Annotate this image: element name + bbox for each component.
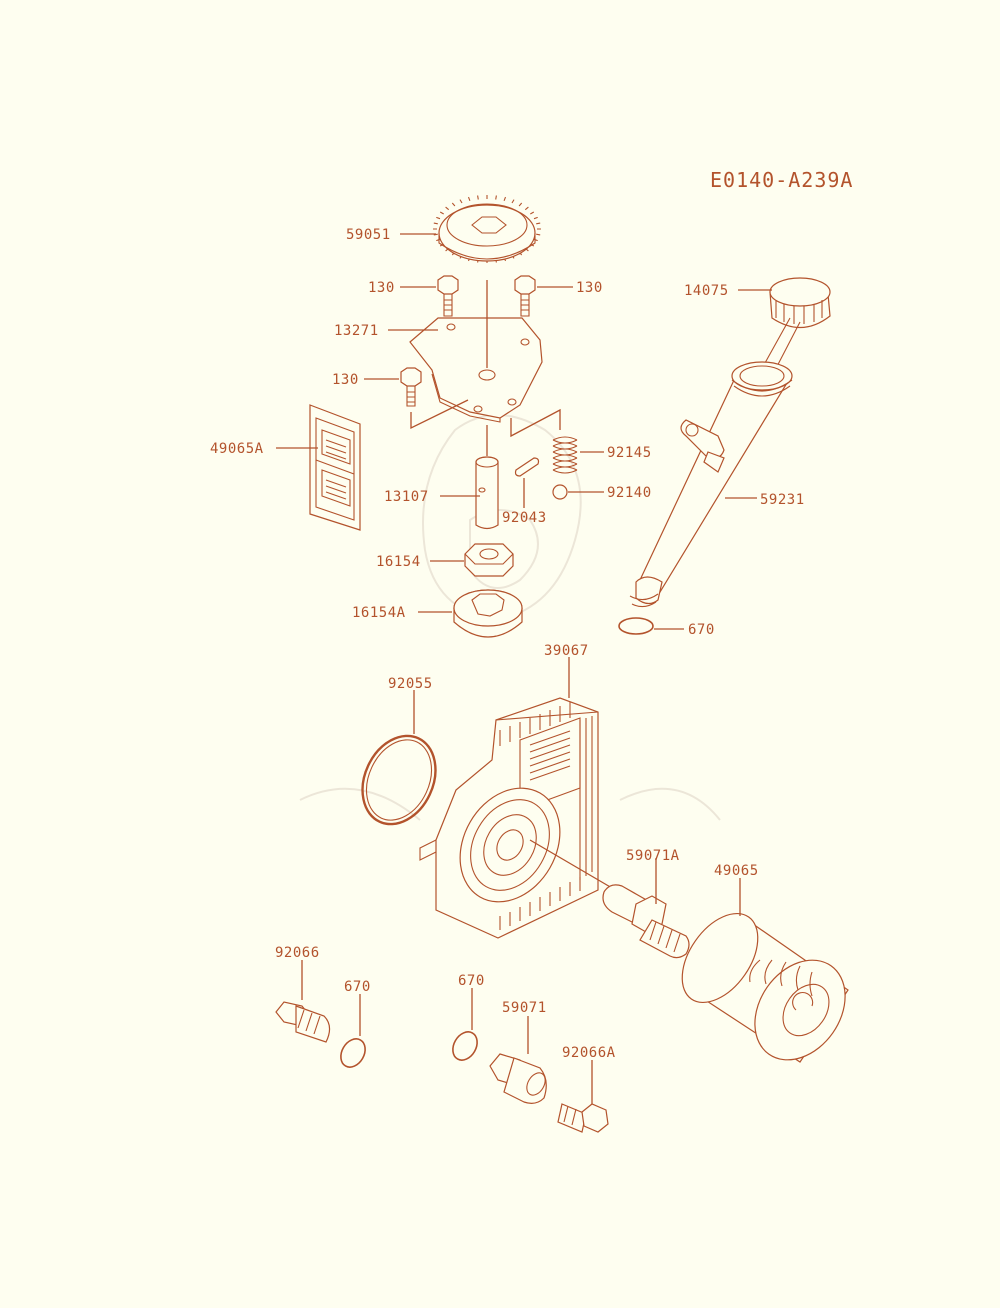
plate-13271[interactable] <box>409 317 543 423</box>
bolt-130-right[interactable] <box>514 275 536 317</box>
oring-92055[interactable] <box>349 724 450 836</box>
label-16154[interactable]: 16154 <box>376 554 421 570</box>
label-130-right[interactable]: 130 <box>576 280 603 296</box>
filter-49065[interactable] <box>667 900 864 1077</box>
cap-14075[interactable] <box>759 277 831 377</box>
label-670-middle[interactable]: 670 <box>458 973 485 989</box>
label-130-lower[interactable]: 130 <box>332 372 359 388</box>
rotor-16154A[interactable] <box>453 589 523 638</box>
plug-92066A[interactable] <box>557 1103 609 1133</box>
label-92066A[interactable]: 92066A <box>562 1045 616 1061</box>
label-92145[interactable]: 92145 <box>607 445 652 461</box>
label-16154A[interactable]: 16154A <box>352 605 406 621</box>
ball-92140[interactable] <box>552 484 568 500</box>
label-92043[interactable]: 92043 <box>502 510 547 526</box>
label-13107[interactable]: 13107 <box>384 489 429 505</box>
label-14075[interactable]: 14075 <box>684 283 729 299</box>
shaft-13107[interactable] <box>475 456 499 530</box>
pin-92043[interactable] <box>514 457 540 477</box>
label-92066[interactable]: 92066 <box>275 945 320 961</box>
label-59051[interactable]: 59051 <box>346 227 391 243</box>
diagram-id: E0140-A239A <box>710 168 853 192</box>
label-92140[interactable]: 92140 <box>607 485 652 501</box>
tube-59231[interactable] <box>629 361 793 608</box>
oring-670-middle[interactable] <box>448 1028 482 1065</box>
oring-670-tube[interactable] <box>618 617 654 635</box>
bolt-130-left[interactable] <box>437 275 459 317</box>
fitting-59071[interactable] <box>489 1053 549 1104</box>
pump-body-39067[interactable] <box>419 697 599 939</box>
label-49065[interactable]: 49065 <box>714 863 759 879</box>
oring-670-left[interactable] <box>336 1035 370 1072</box>
label-39067[interactable]: 39067 <box>544 643 589 659</box>
label-59071[interactable]: 59071 <box>502 1000 547 1016</box>
label-670-left[interactable]: 670 <box>344 979 371 995</box>
fitting-59071A[interactable] <box>602 884 690 959</box>
plug-92066[interactable] <box>275 1001 331 1043</box>
label-59071A[interactable]: 59071A <box>626 848 680 864</box>
label-13271[interactable]: 13271 <box>334 323 379 339</box>
label-670-tube[interactable]: 670 <box>688 622 715 638</box>
label-49065A[interactable]: 49065A <box>210 441 264 457</box>
rotor-16154[interactable] <box>464 543 514 577</box>
spring-92145[interactable] <box>552 436 578 474</box>
watermark <box>299 414 721 821</box>
label-130-left[interactable]: 130 <box>368 280 395 296</box>
gear-59051[interactable] <box>433 195 541 263</box>
label-59231[interactable]: 59231 <box>760 492 805 508</box>
label-92055[interactable]: 92055 <box>388 676 433 692</box>
strainer-49065A[interactable] <box>309 404 361 531</box>
bolt-130-lower[interactable] <box>400 367 422 407</box>
